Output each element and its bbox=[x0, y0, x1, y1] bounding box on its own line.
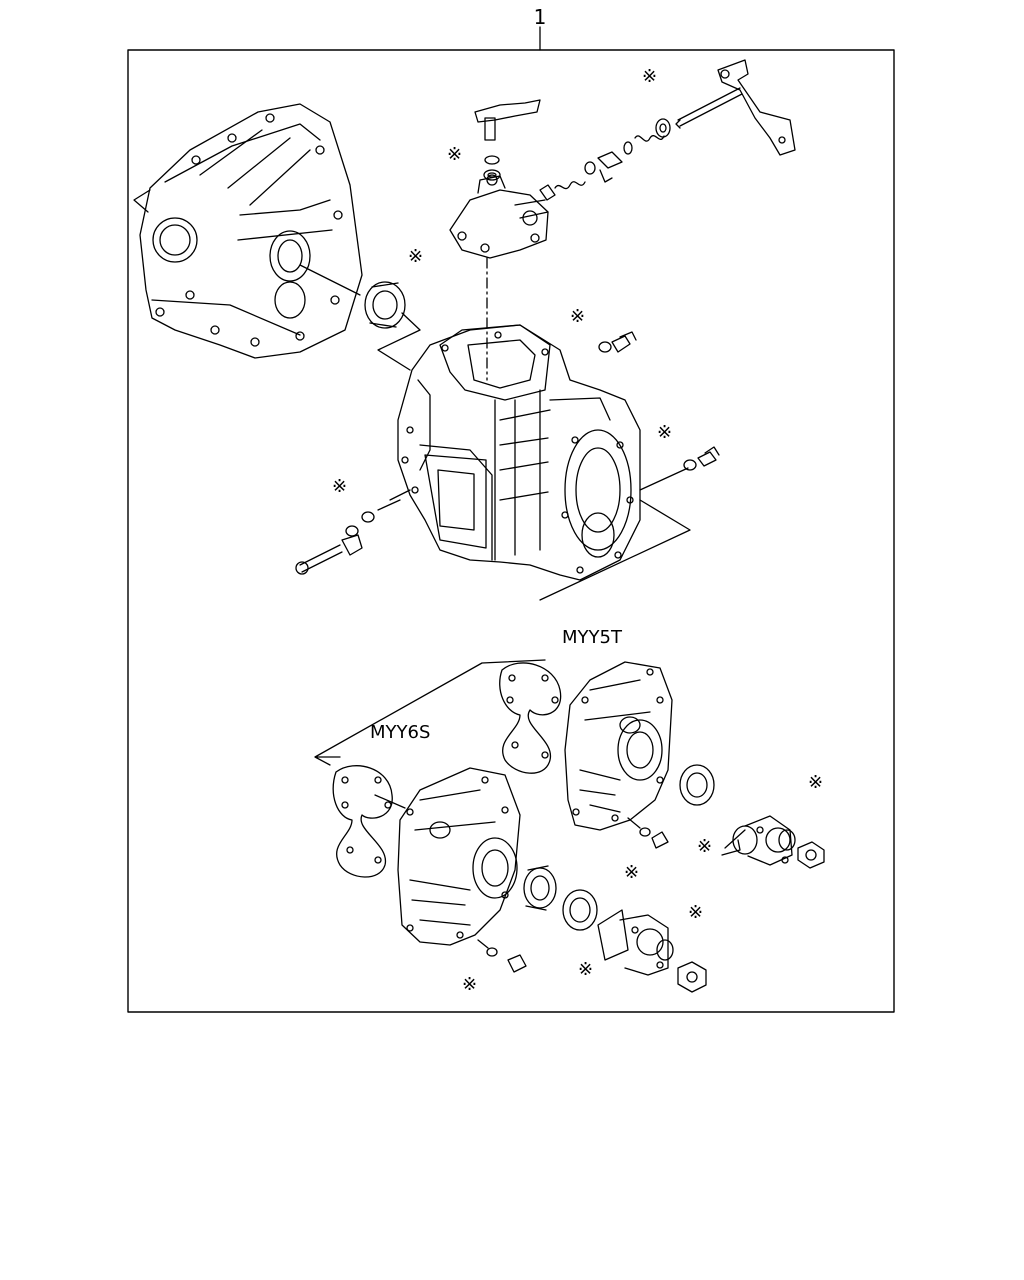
myy5t-oil-seal bbox=[679, 764, 715, 806]
mark-top-plug: ※ bbox=[570, 306, 585, 327]
diagram-frame bbox=[127, 49, 895, 1013]
mark-side-plug: ※ bbox=[657, 422, 672, 443]
myy5t-flange-nut bbox=[797, 841, 825, 869]
shift-arm-bracket bbox=[717, 59, 796, 156]
myy6s-extension-housing bbox=[397, 767, 521, 946]
mark-myy5t-bolt: ※ bbox=[624, 862, 639, 883]
transmission-case bbox=[397, 324, 641, 581]
myy6s-o-ring bbox=[656, 939, 674, 961]
drain-bolt-leader bbox=[377, 499, 401, 511]
clutch-housing bbox=[133, 103, 363, 359]
myy6s-oil-seal bbox=[562, 889, 598, 931]
callout-number: 1 bbox=[534, 5, 547, 29]
case-rear-bracket bbox=[539, 499, 691, 601]
myy5t-bolt bbox=[627, 817, 669, 849]
mark-myy6s-oring: ※ bbox=[688, 902, 703, 923]
myy5t-gasket bbox=[499, 662, 562, 774]
mark-shift-washer: ※ bbox=[447, 144, 462, 165]
mark-myy5t-oring: ※ bbox=[808, 772, 823, 793]
shift-rod-assembly bbox=[539, 87, 743, 201]
shift-cover bbox=[449, 174, 549, 259]
variant-bracket-lines bbox=[314, 659, 546, 766]
front-oil-seal bbox=[364, 281, 406, 329]
myy5t-extension-housing bbox=[564, 661, 673, 831]
mark-myy5t-seal: ※ bbox=[697, 836, 712, 857]
seal-leader bbox=[299, 264, 361, 296]
variant-label-myy5t: MYY5T bbox=[562, 627, 623, 648]
seal-bracket bbox=[377, 312, 421, 371]
mark-drain-bolt: ※ bbox=[332, 476, 347, 497]
side-plug bbox=[683, 446, 720, 471]
myy5t-o-ring bbox=[778, 829, 796, 851]
top-plug bbox=[598, 331, 637, 353]
small-washers bbox=[483, 155, 501, 181]
drain-bolt bbox=[295, 511, 375, 575]
myy6s-gasket bbox=[332, 765, 393, 878]
variant-label-myy6s: MYY6S bbox=[370, 722, 430, 743]
side-plug-leader bbox=[639, 467, 689, 491]
case-front-bracket bbox=[389, 489, 411, 501]
shift-lever bbox=[474, 99, 541, 141]
mark-front-seal: ※ bbox=[408, 246, 423, 267]
myy6s-bearing bbox=[523, 865, 557, 911]
myy6s-flange-nut bbox=[677, 961, 707, 993]
myy6s-gasket-leader bbox=[374, 794, 406, 809]
mark-myy6s-bolt: ※ bbox=[462, 974, 477, 995]
replacement-marks: ※ ※ ※ ※ ※ ※ ※ ※ ※ ※ ※ ※ bbox=[332, 66, 823, 995]
mark-myy6s-seal: ※ bbox=[578, 959, 593, 980]
myy6s-bolt bbox=[477, 939, 527, 973]
myy6s-flange bbox=[597, 909, 669, 976]
mark-rod-seal: ※ bbox=[642, 66, 657, 87]
myy5t-flange bbox=[721, 815, 793, 866]
